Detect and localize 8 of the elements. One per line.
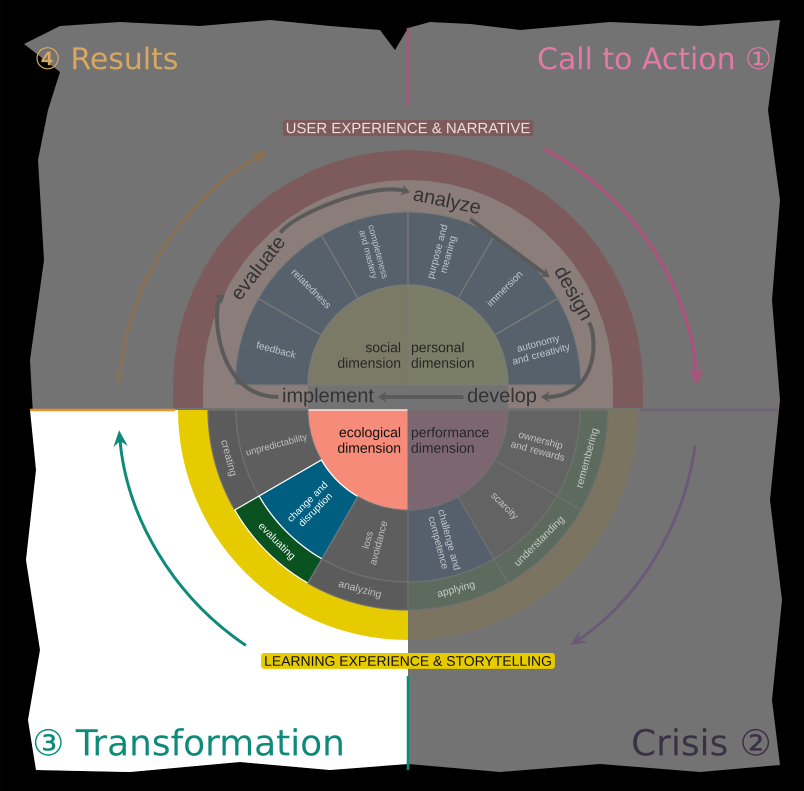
node-label: LEARNING EXPERIENCE & STORYTELLING [265, 656, 551, 666]
quadrant-title: Crisis ② [633, 728, 770, 756]
stage-label: implement [283, 388, 374, 406]
node-label: USER EXPERIENCE & NARRATIVE [286, 122, 530, 134]
quadrant-title: Call to Action ① [538, 46, 770, 70]
quadrant-title: ③ Transformation [34, 728, 342, 756]
stage-label: analyze [414, 190, 480, 214]
stage-label: develop [468, 388, 536, 406]
